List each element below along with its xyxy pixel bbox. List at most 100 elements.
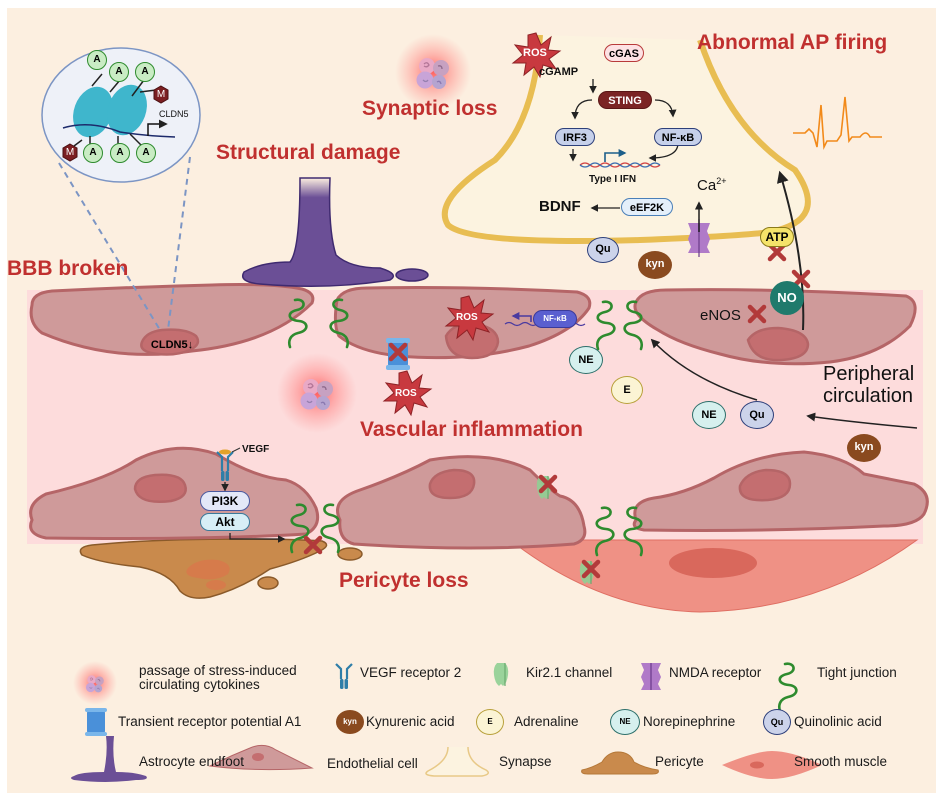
calcium-charge: 2+ <box>716 176 727 186</box>
heading-bbb-broken: BBB broken <box>7 257 129 280</box>
akt-node: Akt <box>200 513 250 531</box>
vegf-label: VEGF <box>242 444 270 455</box>
heading-abnormal-ap-firing: Abnormal AP firing <box>697 31 888 54</box>
adrenaline-molecule: E <box>611 376 643 404</box>
no-molecule: NO <box>770 281 804 315</box>
norepinephrine-molecule: NE <box>692 401 726 429</box>
cgamp-label: cGAMP <box>539 66 579 78</box>
ros-star <box>382 370 433 417</box>
arrow-peripheral-inflow <box>806 412 918 429</box>
ros-label: ROS <box>523 47 547 59</box>
legend-smooth-muscle-label: Smooth muscle <box>794 754 888 769</box>
legend-norepinephrine-badge: NE <box>610 709 640 735</box>
endothelial-cell <box>29 283 315 356</box>
cytokine-glow <box>277 353 357 433</box>
legend-kir-channel-label: Kir2.1 channel <box>526 665 613 680</box>
endothelial-nucleus-icon <box>252 753 264 761</box>
legend-adrenaline-badge: E <box>476 709 504 735</box>
endothelial-cells-lower <box>29 446 929 550</box>
endothelial-nucleus <box>738 468 792 502</box>
legend-nmda-receptor-label: NMDA receptor <box>669 665 762 680</box>
endothelial-nucleus <box>746 326 810 362</box>
acetyl-mark: A <box>83 143 103 163</box>
endothelial-nucleus <box>133 473 187 503</box>
eef2k-node: eEF2K <box>621 198 673 216</box>
methyl-mark <box>62 143 78 162</box>
smooth-muscle-nucleus <box>669 548 757 578</box>
transcription-start-arrow <box>604 149 627 162</box>
legend-astrocyte-endfoot-label: Astrocyte endfoot <box>139 754 245 769</box>
acetyl-mark: A <box>109 62 129 82</box>
cldn5-down-label: CLDN5↓ <box>150 339 194 351</box>
legend-cytokines-line2: circulating cytokines <box>139 677 260 692</box>
legend-cytokine-glow <box>73 661 117 705</box>
ros-star <box>444 295 495 342</box>
arrow-qu-to-endothelium <box>650 338 758 401</box>
legend-pericyte-label: Pericyte <box>655 754 704 769</box>
pi3k-node: PI3K <box>200 491 250 511</box>
calcium-symbol: Ca <box>697 177 717 194</box>
irf3-node: IRF3 <box>555 128 595 146</box>
atp-node: ATP <box>760 227 794 247</box>
ros-star <box>511 32 562 79</box>
astrocyte-fragment <box>395 268 429 282</box>
arrow-no-upward <box>776 170 805 331</box>
acetyl-mark: A <box>87 50 107 70</box>
bdnf-label: BDNF <box>539 198 581 215</box>
synapse-icon <box>425 746 489 777</box>
legend-adrenaline-label: Adrenaline <box>514 714 579 729</box>
legend-synapse-label: Synapse <box>499 754 552 769</box>
nfkb-node: NF-κB <box>654 128 702 146</box>
ros-label: ROS <box>456 312 478 323</box>
peripheral-circulation-line2: circulation <box>823 385 914 407</box>
acetyl-mark: A <box>135 62 155 82</box>
trpa1-icon <box>85 708 107 736</box>
cytokine-glow <box>395 34 471 110</box>
legend-norepinephrine-label: Norepinephrine <box>643 714 736 729</box>
methyl-mark-label: M <box>65 147 75 158</box>
enos-label: eNOS <box>700 307 741 324</box>
arrow-sting-irf3 <box>571 99 593 120</box>
transcription-arrow <box>511 312 532 322</box>
legend-cytokines-label: passage of stress-induced circulating cy… <box>139 664 297 692</box>
vegf-leader-line <box>231 447 241 453</box>
smooth-muscle-nucleus-icon <box>750 761 764 769</box>
pericyte-nucleus-small <box>206 580 226 590</box>
quinolinic-acid-molecule: Qu <box>587 237 619 263</box>
endothelial-nucleus <box>428 468 476 500</box>
dna-strand <box>579 162 661 168</box>
quinolinic-acid-molecule: Qu <box>740 401 774 429</box>
legend-vegf-receptor-label: VEGF receptor 2 <box>360 665 462 680</box>
sting-node: STING <box>598 91 652 109</box>
acetyl-mark: A <box>110 143 130 163</box>
kynurenic-acid-molecule: kyn <box>638 251 672 279</box>
type-i-ifn-label: Type I IFN <box>589 174 637 185</box>
ecg-trace <box>793 96 882 150</box>
peripheral-circulation-label: Peripheral circulation <box>823 363 914 407</box>
peripheral-circulation-line1: Peripheral <box>823 363 915 385</box>
pericyte-fragment <box>257 576 279 590</box>
heading-synaptic-loss: Synaptic loss <box>362 97 498 120</box>
astrocyte-endfoot <box>242 177 395 287</box>
cldn5-gene-label: CLDN5 <box>159 109 189 119</box>
endothelial-cell <box>633 288 917 366</box>
astrocyte-endfoot-icon <box>71 736 147 782</box>
vegf-receptor <box>216 449 234 481</box>
endothelial-cell <box>336 455 587 550</box>
endothelial-nucleus <box>140 328 200 356</box>
arrow-sting-nfkb <box>654 99 677 118</box>
heading-pericyte-loss: Pericyte loss <box>339 569 469 592</box>
smooth-muscle-icon <box>722 751 822 779</box>
vegf-receptor-icon <box>335 663 353 689</box>
ros-label: ROS <box>395 388 417 399</box>
calcium-label: Ca2+ <box>697 176 726 194</box>
legend-tight-junction-label: Tight junction <box>817 665 897 680</box>
nmda-receptor-icon <box>641 663 661 690</box>
norepinephrine-molecule: NE <box>569 346 603 374</box>
arrow-akt-tj <box>229 533 286 543</box>
pericyte-icon <box>581 751 659 775</box>
legend-endothelial-cell-label: Endothelial cell <box>327 756 418 771</box>
legend-quinolinic-acid-label: Quinolinic acid <box>794 714 882 729</box>
legend-kyn-badge: kyn <box>336 710 364 734</box>
synapse-terminal <box>441 34 811 244</box>
